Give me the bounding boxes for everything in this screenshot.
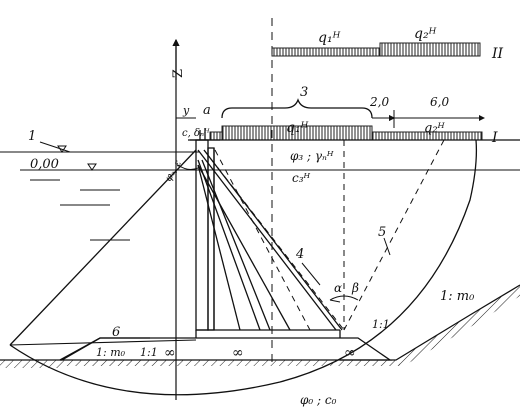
- block-symbol-3: ∞: [344, 345, 356, 361]
- block-symbol-2: ∞: [232, 345, 244, 361]
- anchor-rods: [197, 149, 343, 331]
- label-axis-z: Z: [171, 69, 186, 78]
- label-dim-6-0: 6,0: [430, 95, 449, 109]
- label-load-q1-top: q₁ᴴ: [318, 30, 341, 46]
- label-callout-6: 6: [112, 325, 120, 340]
- label-level-I: I: [491, 130, 498, 146]
- angle-arc: [329, 295, 359, 301]
- label-angle-params: φₑ, ε: [163, 158, 184, 183]
- label-axis-y: y: [182, 104, 190, 117]
- label-load-q2-top: q₂ᴴ: [414, 26, 437, 42]
- wall-angle-arc: [177, 164, 199, 170]
- block-symbol-1: ∞: [164, 345, 176, 361]
- dashed-wedge-lines: [203, 139, 445, 331]
- label-dim-a: a: [203, 103, 211, 118]
- label-slope-right-b: 1:1: [372, 318, 390, 331]
- label-level-II: II: [491, 46, 504, 62]
- dimension-lines: [372, 110, 485, 128]
- water-level-lines: [0, 151, 520, 241]
- angle-tick-left: [329, 299, 341, 303]
- label-callout-5: 5: [378, 225, 386, 240]
- label-callout-4: 4: [295, 247, 304, 262]
- brace-3: [221, 98, 373, 119]
- reference-line-6: [9, 339, 197, 346]
- label-beta: β: [351, 281, 359, 295]
- label-slope-right: 1: m₀: [440, 289, 475, 304]
- label-slope-left-b: 1:1: [140, 346, 158, 359]
- label-dim-2-0: 2,0: [369, 95, 389, 109]
- label-slope-left: 1: m₀: [96, 346, 126, 359]
- failure-line-left: [9, 149, 197, 346]
- label-wall-params: c, δₙᴴ: [182, 128, 210, 139]
- label-alpha: α: [334, 281, 342, 295]
- label-load-q2: q₂ᴴ: [424, 121, 446, 136]
- load-strip-II: [271, 42, 481, 57]
- label-soil-c: c₃ᴴ: [292, 171, 311, 185]
- label-callout-3: 3: [300, 85, 308, 100]
- label-base-params: φ₀ ; c₀: [300, 393, 337, 407]
- ground-hatching: [0, 284, 520, 368]
- label-soil-params: φ₃ ; γₙᴴ: [290, 149, 334, 163]
- label-water-level: 0,00: [30, 157, 59, 172]
- callout-leaders: [39, 141, 391, 286]
- zero-level-marker: [87, 163, 97, 171]
- label-callout-1: 1: [28, 129, 36, 144]
- label-load-q1: q₁ᴴ: [286, 120, 309, 136]
